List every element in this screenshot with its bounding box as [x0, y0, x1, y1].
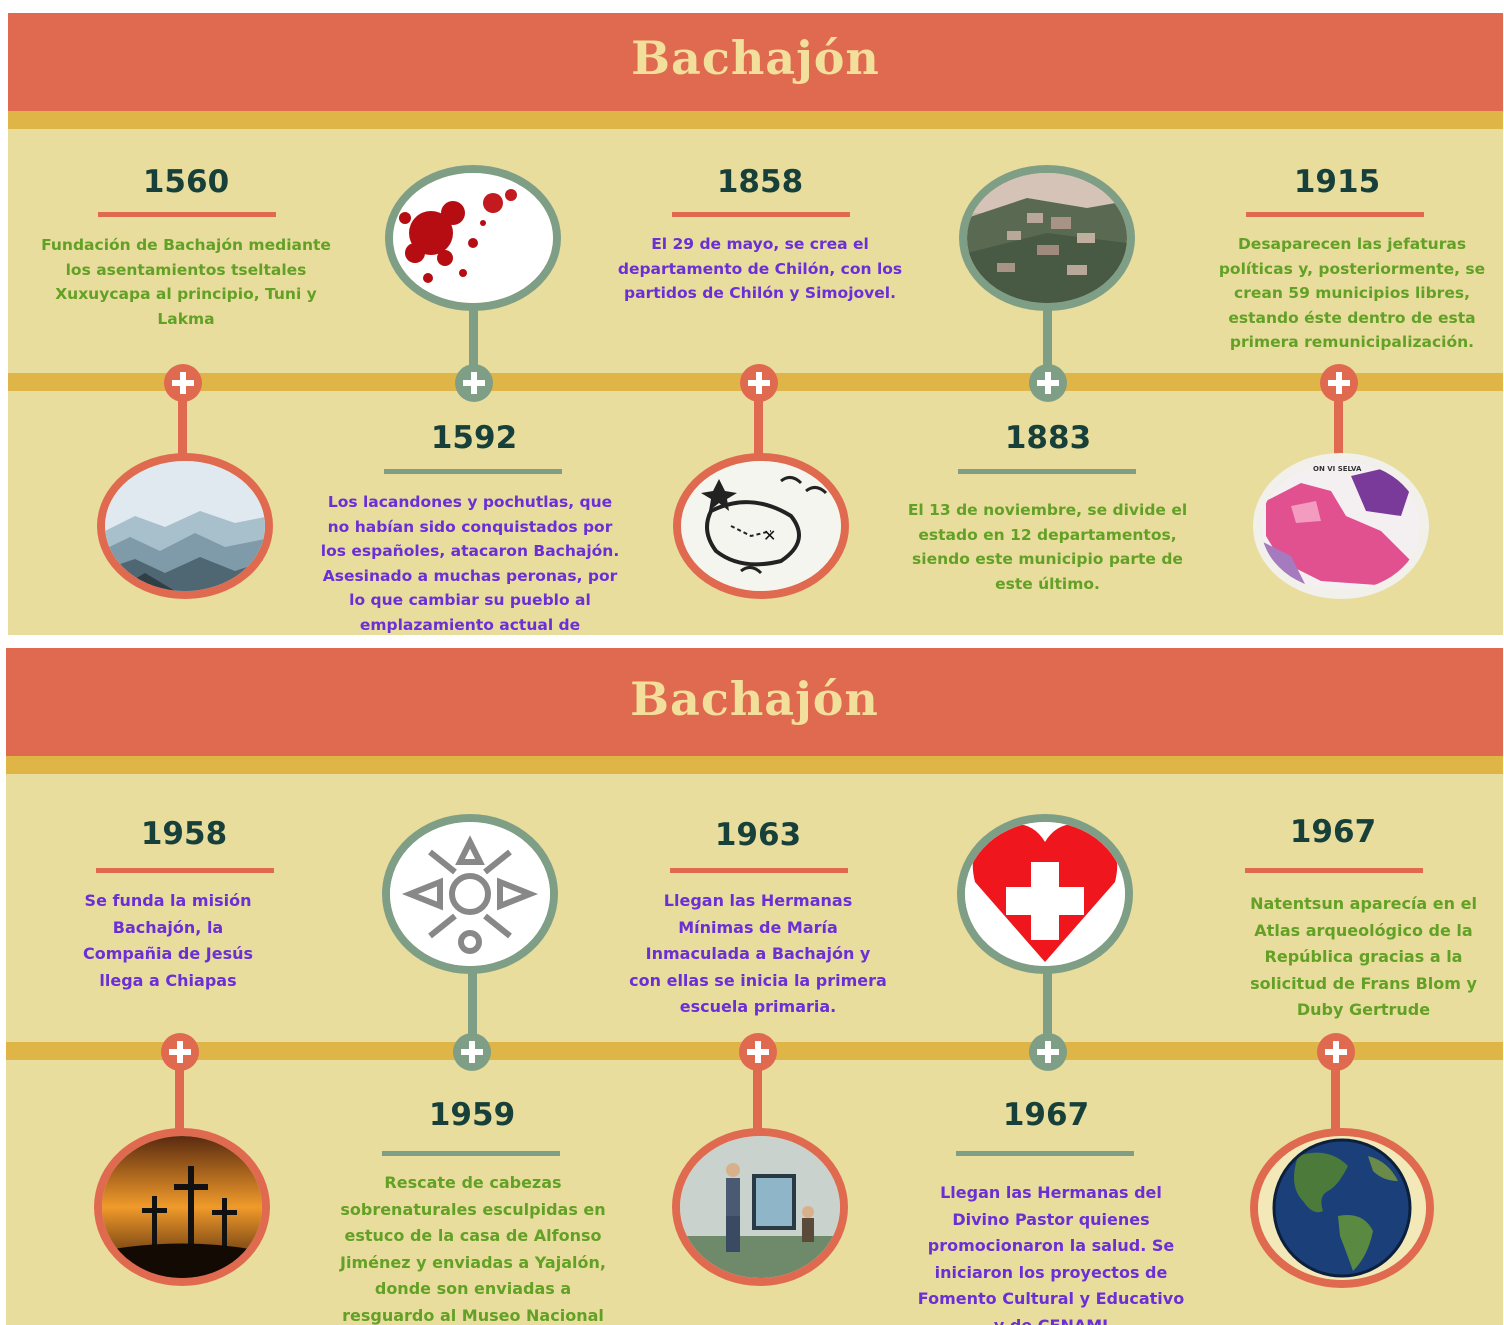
event-description: Desaparecen las jefaturas políticas y, p…	[1218, 235, 1486, 351]
event-year: 1958	[140, 816, 228, 852]
event-description: Natentsun aparecía en el Atlas arqueológ…	[1250, 894, 1477, 1019]
event-description: Rescate de cabezas sobrenaturales esculp…	[340, 1173, 606, 1325]
year-underline	[384, 469, 562, 474]
year-underline	[672, 212, 850, 217]
map-label: ON VI SELVA	[1313, 465, 1362, 473]
connector-stem	[1331, 1070, 1340, 1132]
expand-plus-icon[interactable]	[161, 1033, 199, 1071]
event-description: Los lacandones y pochutlas, que no había…	[320, 493, 620, 634]
expand-plus-icon[interactable]	[453, 1033, 491, 1071]
connector-stem	[468, 972, 477, 1036]
event-year: 1883	[1004, 420, 1092, 456]
expand-plus-icon[interactable]	[455, 364, 493, 402]
event-year: 1560	[142, 164, 230, 200]
year-underline	[956, 1151, 1134, 1156]
event-year: 1915	[1293, 164, 1381, 200]
region-map-image: ON VI SELVA	[1253, 453, 1429, 599]
expand-plus-icon[interactable]	[739, 1033, 777, 1071]
header-band	[8, 13, 1503, 111]
slide-title: Bachajón	[631, 31, 880, 85]
connector-stem	[175, 1070, 184, 1132]
connector-stem	[469, 309, 478, 367]
connector-stem	[1043, 309, 1052, 367]
event-description: Llegan las Hermanas Mínimas de María Inm…	[629, 891, 887, 1016]
connector-stem	[178, 401, 187, 457]
header-accent-bar	[6, 756, 1503, 774]
connector-stem	[1334, 401, 1343, 457]
timeline-slide-2: Bachajón 1958 Se funda la misión Bachajó…	[6, 648, 1503, 1325]
expand-plus-icon[interactable]	[1320, 364, 1358, 402]
year-underline	[1245, 868, 1423, 873]
year-underline	[98, 212, 276, 217]
year-underline	[670, 868, 848, 873]
year-underline	[96, 868, 274, 873]
event-description: Fundación de Bachajón mediante los asent…	[41, 236, 331, 328]
event-description: El 29 de mayo, se crea el departamento d…	[617, 235, 903, 302]
event-year: 1967	[1289, 814, 1377, 850]
expand-plus-icon[interactable]	[1029, 364, 1067, 402]
event-description: El 13 de noviembre, se divide el estado …	[907, 501, 1188, 593]
three-crosses-image	[94, 1128, 270, 1286]
expand-plus-icon[interactable]	[164, 364, 202, 402]
year-underline	[1246, 212, 1424, 217]
treasure-map-image: ✕	[673, 453, 849, 599]
event-year: 1959	[428, 1097, 516, 1133]
timeline-slide-1: Bachajón 1560 Fundación de Bachajón medi…	[8, 13, 1503, 635]
maya-glyph-image	[382, 814, 558, 974]
event-year: 1967	[1002, 1097, 1090, 1133]
connector-stem	[753, 1070, 762, 1132]
year-underline	[958, 469, 1136, 474]
event-year: 1858	[716, 164, 804, 200]
event-year: 1963	[714, 817, 802, 853]
slide-title: Bachajón	[630, 672, 879, 726]
globe-image	[1250, 1128, 1434, 1288]
health-heart-icon	[957, 814, 1133, 974]
blood-splatter-image	[385, 165, 561, 311]
hillside-town-image	[959, 165, 1135, 311]
expand-plus-icon[interactable]	[740, 364, 778, 402]
expand-plus-icon[interactable]	[1029, 1033, 1067, 1071]
connector-stem	[754, 401, 763, 457]
event-description: Llegan las Hermanas del Divino Pastor qu…	[917, 1183, 1185, 1325]
expand-plus-icon[interactable]	[1317, 1033, 1355, 1071]
year-underline	[382, 1151, 560, 1156]
header-band	[6, 648, 1503, 756]
event-description: Se funda la misión Bachajón, la Compañia…	[82, 891, 253, 990]
svg-text:✕: ✕	[763, 526, 776, 545]
header-accent-bar	[8, 111, 1503, 129]
teacher-child-image	[672, 1128, 848, 1286]
connector-stem	[1043, 972, 1052, 1036]
mountains-image	[97, 453, 273, 599]
event-year: 1592	[430, 420, 518, 456]
